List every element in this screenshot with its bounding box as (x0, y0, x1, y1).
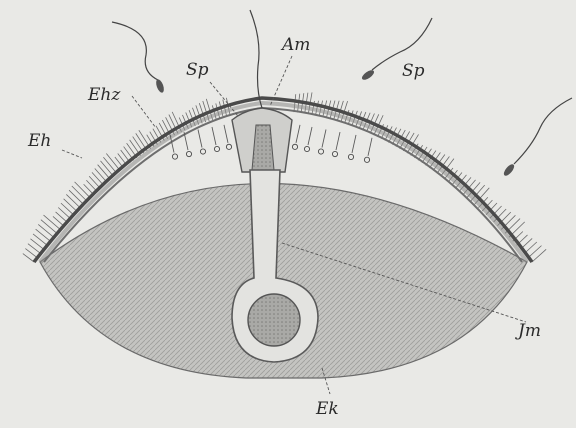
micropyle-core (252, 125, 274, 170)
label-am: Am (280, 35, 310, 55)
label-ek: Ek (315, 399, 339, 419)
label-sp-right: Sp (402, 61, 425, 81)
label-jm: Jm (515, 321, 541, 341)
nucleus (248, 294, 300, 346)
label-sp-left: Sp (186, 60, 209, 80)
label-ehz: Ehz (87, 85, 121, 105)
label-eh: Eh (27, 131, 51, 151)
